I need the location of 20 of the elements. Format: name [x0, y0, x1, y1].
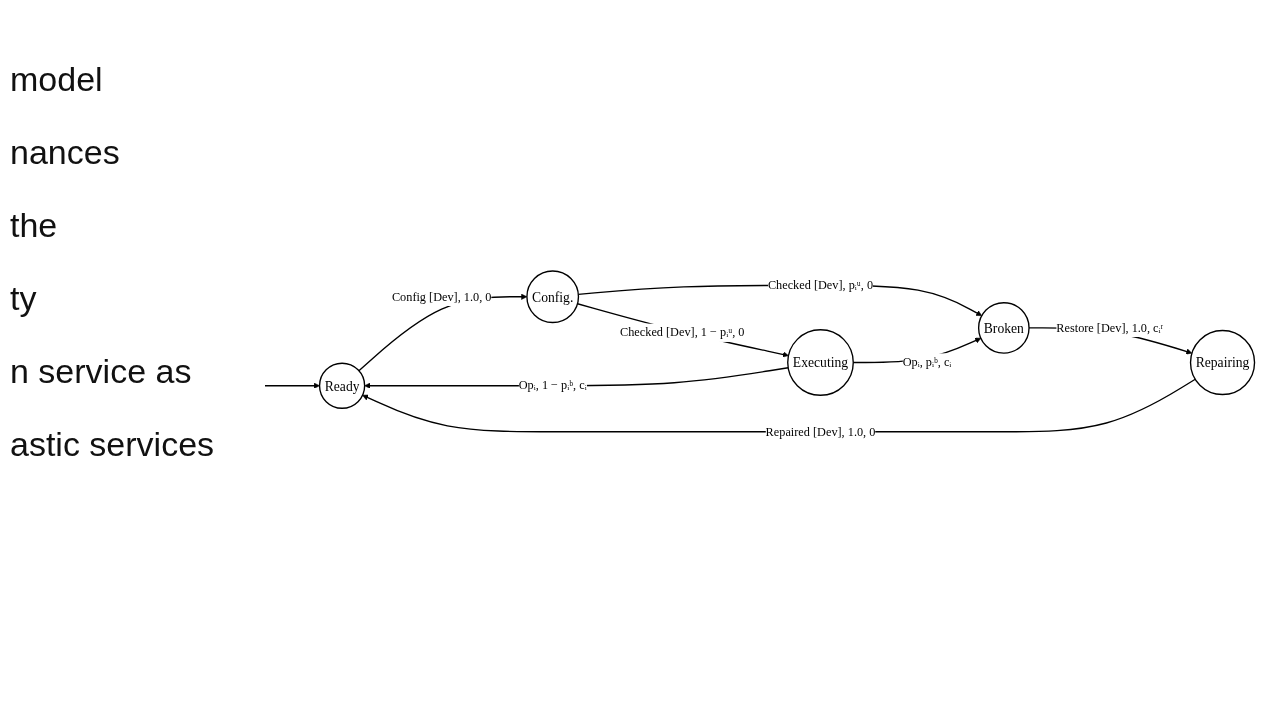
- node-circle: Config.: [526, 270, 580, 324]
- edge-label: Restore [Dev], 1.0, cᵢʳ: [1056, 320, 1164, 335]
- slide-text: model: [10, 60, 104, 99]
- edge-label: Checked [Dev], 1 − pᵢᵘ, 0: [620, 325, 745, 340]
- edge-label: Config [Dev], 1.0, 0: [391, 289, 492, 304]
- edge-label: Repaired [Dev], 1.0, 0: [765, 424, 876, 439]
- node-circle: Executing: [787, 329, 854, 396]
- node-circle: Ready: [318, 362, 366, 409]
- arrow: [264, 382, 320, 389]
- slide-text: n service as: [10, 352, 193, 391]
- edge-label: Opᵢ, 1 − pᵢᵇ, cᵢ: [518, 378, 587, 393]
- slide-text: ty: [10, 279, 38, 318]
- edge-label: Opᵢ, pᵢᵇ, cᵢ: [902, 355, 952, 370]
- slide-text: nances: [10, 133, 121, 172]
- slide-text: astic services: [10, 425, 216, 464]
- arrow: [576, 303, 789, 358]
- slide-text: the: [10, 206, 59, 245]
- edge-label: Checked [Dev], pᵢᵘ, 0: [767, 278, 874, 292]
- node-circle: Repairing: [1189, 329, 1256, 396]
- node-circle: Broken: [977, 302, 1030, 354]
